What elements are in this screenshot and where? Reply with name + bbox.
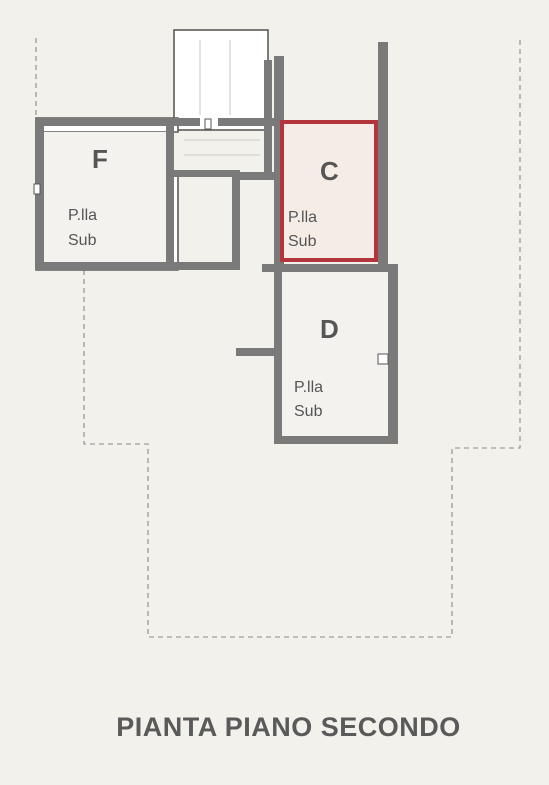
room-C — [280, 120, 378, 262]
room-D-sub: Sub — [294, 403, 323, 420]
room-F-letter: F — [92, 144, 108, 174]
room-D-plla: P.lla — [294, 379, 323, 396]
room-C-sub: Sub — [288, 233, 317, 250]
room-F-plla: P.lla — [68, 207, 97, 224]
stair-block — [173, 29, 269, 131]
room-C-plla: P.lla — [288, 209, 317, 226]
room-F — [33, 117, 179, 271]
room-D — [236, 264, 398, 444]
corridor-walls — [166, 56, 284, 270]
right-wall — [378, 42, 388, 268]
plan-title: PIANTA PIANO SECONDO — [116, 712, 461, 742]
property-boundary-dashed-left — [83, 38, 521, 638]
room-D-letter: D — [320, 314, 339, 344]
room-F-sub: Sub — [68, 232, 97, 249]
room-C-letter: C — [320, 156, 339, 186]
